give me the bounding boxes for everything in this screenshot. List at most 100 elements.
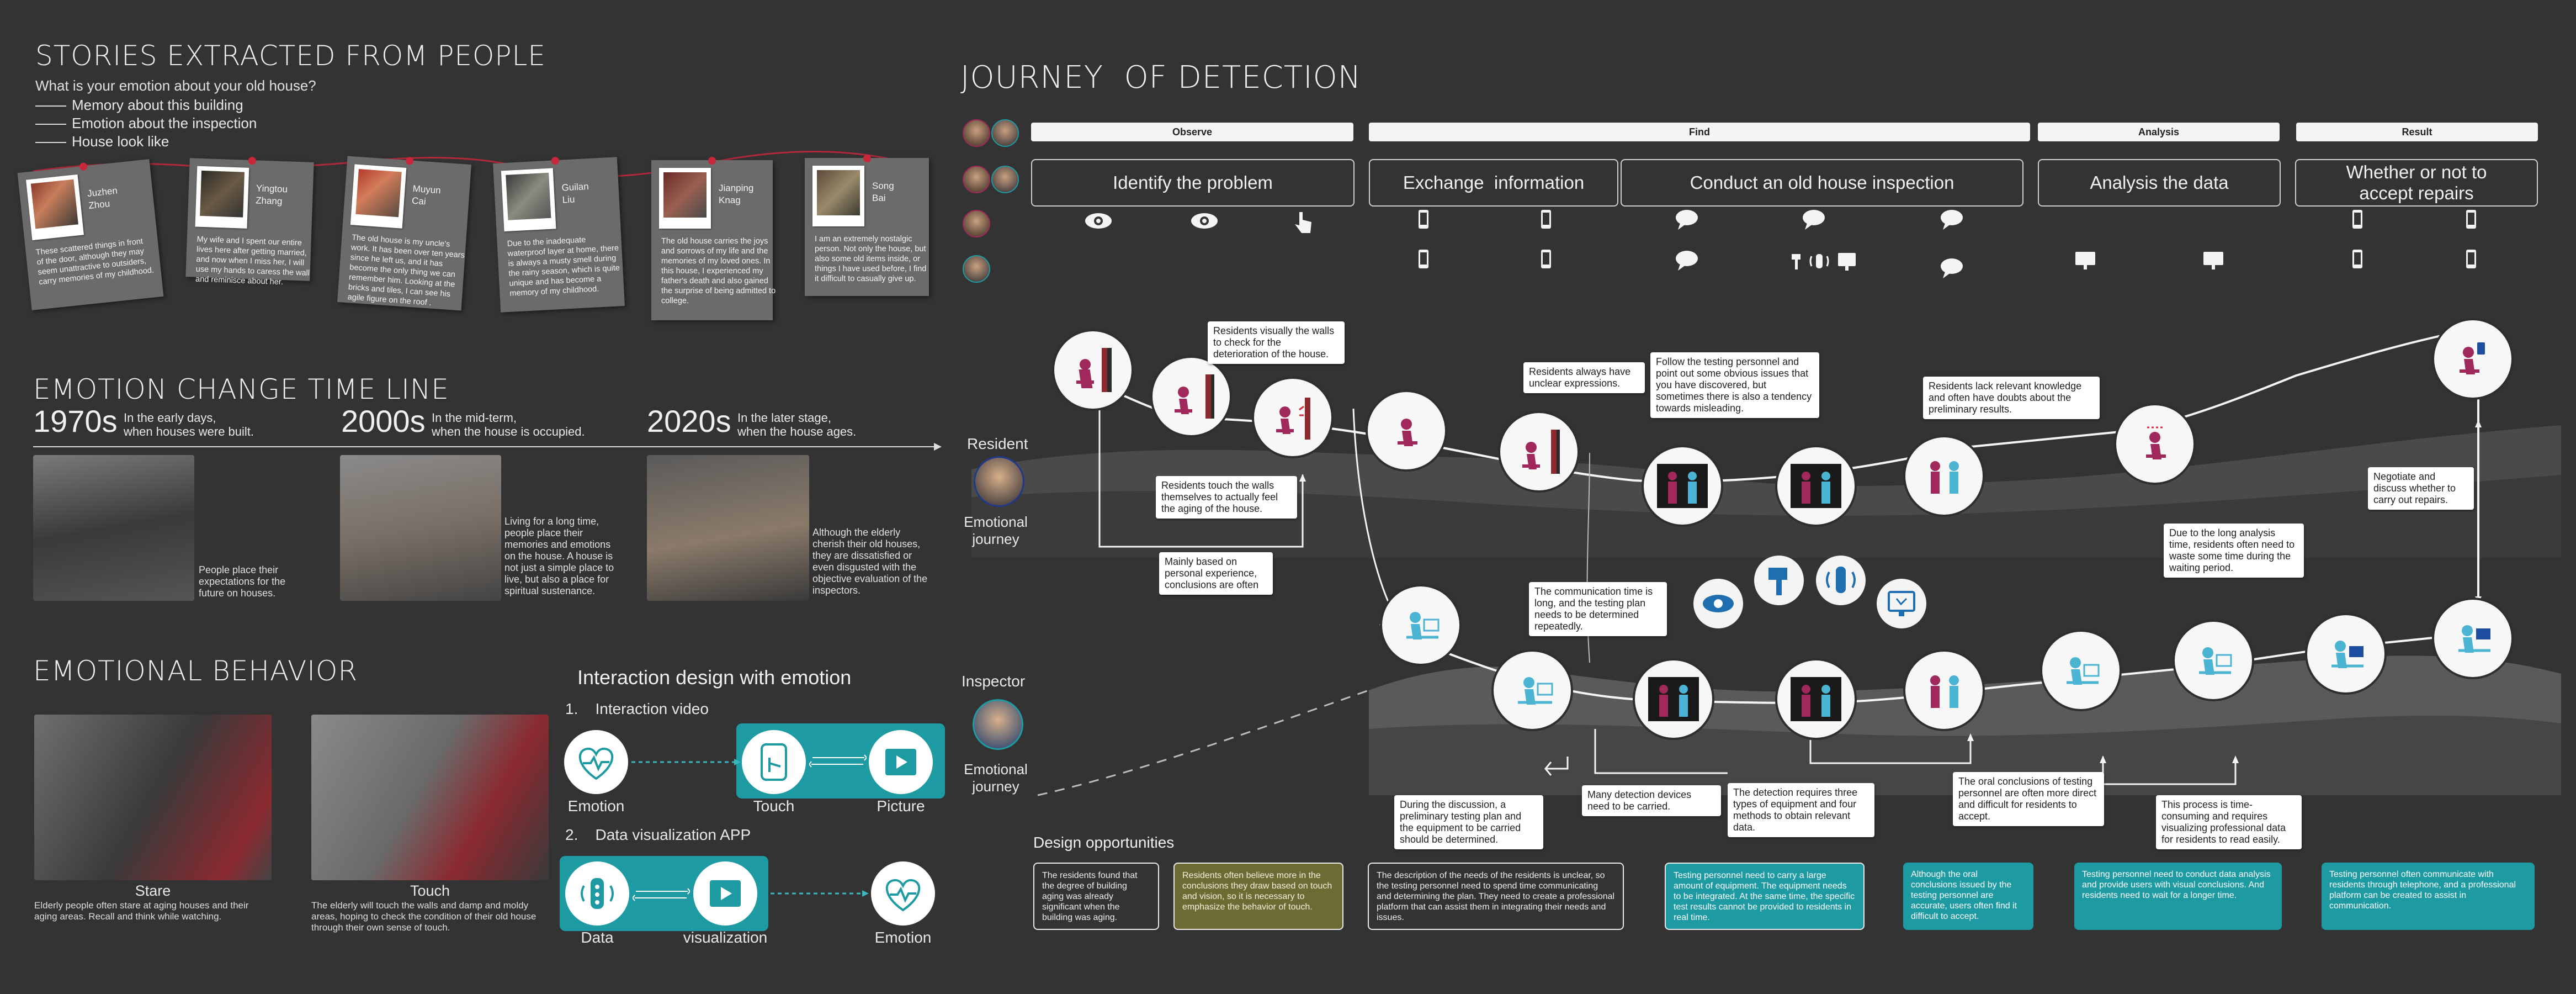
hammer-icon [1768, 568, 1787, 595]
touch-label: Touch [410, 882, 450, 899]
eye-icon [1703, 595, 1734, 612]
timeline-arrowhead [934, 443, 942, 451]
monitor-icon [1838, 253, 1856, 271]
note: The oral conclusions of testing personne… [1953, 772, 2104, 826]
row2-label: Emotion [874, 929, 932, 946]
stories-question: What is your emotion about your old hous… [35, 77, 316, 94]
opportunities-title: Design opportunities [1033, 834, 1175, 851]
note: Mainly based on personal experience, con… [1159, 552, 1273, 595]
behavior-title: EMOTIONAL BEHAVIOR [33, 655, 358, 687]
resident-node [1152, 358, 1230, 435]
row1-label: Emotion [567, 797, 625, 815]
story-text: My wife and I spent our entire lives her… [195, 235, 310, 287]
row2-label: Data [581, 929, 614, 946]
opportunity-card: Residents often believe more in the conc… [1173, 863, 1343, 930]
era-year: 1970s [33, 404, 118, 438]
interaction-title: Interaction design with emotion [577, 666, 852, 689]
phone-icon [1419, 250, 1428, 268]
eye-icon [1085, 213, 1112, 229]
story-card: Yingtou Zhang My wife and I spent our en… [185, 156, 314, 287]
phone-icon [2352, 210, 2362, 229]
story-card: Song Bai I am an extremely nostalgic per… [805, 155, 929, 296]
era-year: 2020s [647, 404, 731, 438]
inspector-node [2042, 632, 2120, 709]
phone-icon [1419, 210, 1428, 229]
inspector-node [1905, 652, 1983, 729]
touch-text: The elderly will touch the walls and dam… [311, 900, 537, 933]
story-text: The old house is my uncle's work. It has… [347, 233, 465, 308]
note: Residents lack relevant knowledge and of… [1923, 377, 2100, 419]
story-text: The old house carries the joys and sorro… [661, 237, 776, 305]
resident-node [1054, 331, 1132, 409]
era-subtitle: In the later stage, when the house ages. [737, 411, 857, 438]
note: The detection requires three types of eq… [1728, 783, 1874, 837]
era-subtitle: In the mid-term, when the house is occup… [432, 411, 585, 438]
bidirectional-arrow [809, 754, 867, 768]
stare-photo [34, 715, 272, 880]
stories-bullets: Memory about this building Emotion about… [35, 96, 257, 151]
resident-label: Resident [967, 435, 1028, 452]
monitor-icon [2075, 252, 2095, 269]
avatar [991, 166, 1019, 193]
phone-icon [2352, 250, 2362, 268]
resident-node [1644, 447, 1721, 525]
journey-title: JOURNEY OF DETECTION [960, 60, 1362, 96]
story-name: Juzhen Zhou [87, 185, 118, 212]
picture-circle [869, 730, 933, 794]
note: Residents touch the walls themselves to … [1156, 476, 1297, 519]
equipment-sensor [1816, 556, 1866, 605]
stare-label: Stare [135, 882, 171, 899]
chat-icon [1941, 258, 1963, 278]
era-caption: Although the elderly cherish their old h… [812, 527, 928, 596]
inspector-avatar [973, 699, 1023, 750]
stage-result: Result [2296, 123, 2538, 141]
resident-node [1254, 379, 1331, 456]
resident-node [1905, 437, 1983, 515]
story-card: Juzhen Zhou These scattered things in fr… [17, 159, 164, 310]
dashed-arrow [771, 890, 869, 897]
phone-icon [2466, 210, 2476, 229]
avatar [963, 166, 990, 193]
resident-node [1777, 447, 1855, 525]
bullet-item: House look like [35, 133, 257, 151]
card-string [33, 151, 906, 178]
story-card: Jianping Knag The old house carries the … [651, 157, 776, 320]
note: Negotiate and discuss whether to carry o… [2368, 467, 2474, 510]
note: Many detection devices need to be carrie… [1582, 785, 1721, 816]
avatar [963, 255, 990, 283]
opportunity-card: Testing personnel often communicate with… [2322, 863, 2535, 930]
stories-title: STORIES EXTRACTED FROM PEOPLE [35, 40, 546, 72]
chat-icon [1941, 210, 1963, 230]
opportunity-card: The description of the needs of the resi… [1368, 863, 1624, 930]
data-circle [565, 861, 629, 926]
era-year: 2000s [341, 404, 426, 438]
chat-icon [1803, 210, 1825, 230]
timeline-title: EMOTION CHANGE TIME LINE [33, 373, 449, 405]
story-text: I am an extremely nostalgic person. Not … [815, 235, 927, 283]
story-name: Guilan Liu [561, 181, 589, 205]
heart-pulse-icon [578, 747, 614, 780]
hand-icon [1295, 212, 1311, 233]
inspector-label: Inspector [962, 673, 1026, 690]
step-exchange: Exchange information [1369, 159, 1618, 207]
row1-label: Touch [753, 797, 795, 815]
stage-find: Find [1369, 123, 2030, 141]
step-analysis: Analysis the data [2038, 159, 2281, 207]
heart-pulse-icon [885, 879, 921, 912]
sensor-icon [581, 878, 614, 909]
interaction-item-app: 2. Data visualization APP [565, 826, 751, 843]
chat-icon [1676, 251, 1698, 271]
note: This process is time-consuming and requi… [2156, 795, 2302, 849]
note: Residents always have unclear expression… [1523, 362, 1645, 393]
note: Residents visually the walls to check fo… [1208, 321, 1345, 364]
row1-label: Picture [877, 797, 925, 815]
equipment-eye [1693, 579, 1743, 628]
era-photo [647, 455, 809, 601]
story-name: Yingtou Zhang [255, 183, 288, 207]
visualization-circle [693, 861, 757, 926]
interaction-item-video: 1. Interaction video [565, 700, 709, 717]
resident-emotional-journey: Emotional journey [964, 514, 1028, 547]
note: Due to the long analysis time, residents… [2164, 524, 2304, 578]
opportunity-card: Although the oral conclusions issued by … [1903, 863, 2033, 930]
inspector-node [2434, 600, 2511, 677]
